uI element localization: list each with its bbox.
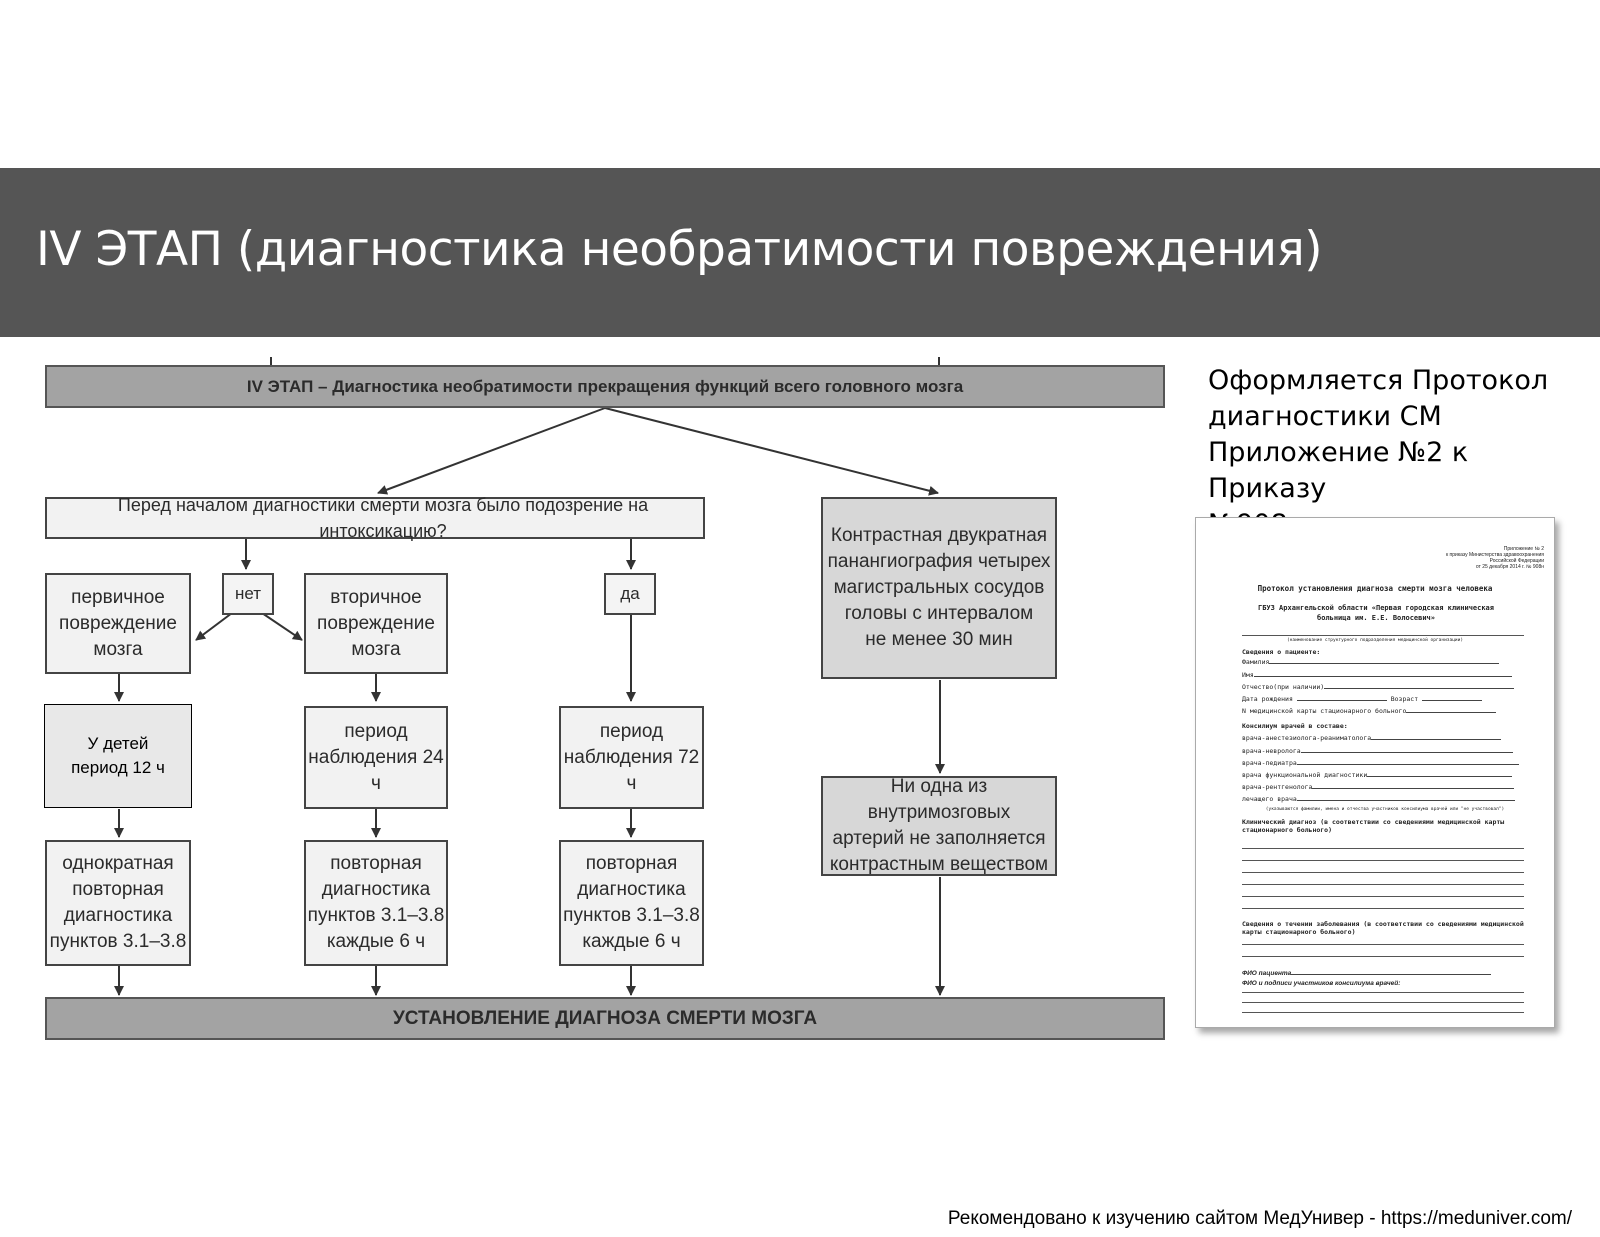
doc-line	[1242, 992, 1524, 993]
footer-credit: Рекомендовано к изучению сайтом МедУниве…	[947, 1208, 1572, 1229]
doc-council-header: Консилиум врачей в составе:	[1242, 722, 1348, 730]
doc-council-anesthesiologist: врача-анестезиолога-реаниматолога	[1242, 734, 1524, 742]
children-period-box: У детей период 12 ч	[44, 704, 192, 808]
angiography-box: Контрастная двукратная панангиография че…	[821, 497, 1057, 679]
doc-council-neurologist: врача-невролога	[1242, 747, 1524, 755]
protocol-document-thumbnail: Приложение № 2 к приказу Министерства зд…	[1195, 517, 1555, 1028]
doc-field-name: Имя	[1242, 671, 1524, 679]
doc-line	[1242, 896, 1524, 897]
arrow-no-to-secondary	[261, 612, 303, 641]
arrow-header-to-question	[377, 407, 606, 495]
doc-line	[1242, 1002, 1524, 1003]
doc-line	[1242, 908, 1524, 909]
period-72h-box: период наблюдения 72 ч	[559, 706, 704, 809]
doc-patient-name: ФИО пациента	[1242, 970, 1524, 978]
protocol-note: Оформляется Протокол диагностики СМ Прил…	[1208, 365, 1549, 540]
doc-org-line	[1242, 635, 1524, 636]
doc-line	[1242, 1012, 1524, 1013]
doc-line	[1242, 872, 1524, 873]
answer-no-box: нет	[222, 573, 274, 615]
slide-title: IV ЭТАП (диагностика необратимости повре…	[36, 222, 1323, 277]
title-bar	[0, 168, 1600, 337]
doc-line	[1242, 884, 1524, 885]
doc-course-info: Сведения о течении заболевания (в соотве…	[1242, 920, 1524, 936]
doc-council-pediatrician: врача-педиатра	[1242, 759, 1524, 767]
doc-council-functional: врача функциональной диагностики	[1242, 771, 1524, 779]
doc-title: Протокол установления диагноза смерти мо…	[1257, 584, 1493, 593]
doc-line	[1242, 956, 1524, 957]
doc-org-caption: (наименование структурного подразделения…	[1286, 638, 1464, 643]
secondary-damage-box: вторичное повреждение мозга	[304, 573, 448, 674]
doc-line	[1242, 860, 1524, 861]
doc-line	[1242, 848, 1524, 849]
doc-council-attending: лечащего врача	[1242, 795, 1524, 803]
final-diagnosis-box: УСТАНОВЛЕНИЕ ДИАГНОЗА СМЕРТИ МОЗГА	[45, 997, 1165, 1040]
doc-line	[1242, 944, 1524, 945]
doc-clinical-diagnosis: Клинический диагноз (в соответствии со с…	[1242, 818, 1505, 834]
arrow-header-to-angiography	[604, 407, 939, 496]
doc-field-surname: Фамилия	[1242, 658, 1524, 666]
doc-field-patronymic: Отчество(при наличии)	[1242, 683, 1524, 691]
arrow-no-to-primary	[195, 612, 233, 641]
repeat-diagnostics-6h-box-a: повторная диагностика пунктов 3.1–3.8 ка…	[304, 840, 448, 966]
doc-field-birthdate: Дата рождения Возраст	[1242, 695, 1524, 703]
single-repeat-diagnostics-box: однократная повторная диагностика пункто…	[45, 840, 191, 966]
doc-patient-header: Сведения о пациенте:	[1242, 648, 1321, 656]
primary-damage-box: первичное повреждение мозга	[45, 573, 191, 674]
doc-council-radiologist: врача-рентгенолога	[1242, 783, 1524, 791]
intoxication-question-box: Перед началом диагностики смерти мозга б…	[45, 495, 705, 541]
doc-organization: ГБУЗ Архангельской области «Первая город…	[1257, 604, 1494, 622]
period-24h-box: период наблюдения 24 ч	[304, 706, 448, 809]
no-artery-filling-box: Ни одна из внутримозговых артерий не зап…	[821, 776, 1057, 876]
answer-yes-box: да	[604, 573, 656, 615]
repeat-diagnostics-6h-box-b: повторная диагностика пунктов 3.1–3.8 ка…	[559, 840, 704, 966]
doc-signatures: ФИО и подписи участников консилиума врач…	[1242, 980, 1401, 987]
doc-council-caption: (указываются фамилии, имена и отчества у…	[1265, 807, 1505, 812]
stage-header-box: IV ЭТАП – Диагностика необратимости прек…	[45, 365, 1165, 408]
doc-field-medcard: N медицинской карты стационарного больно…	[1242, 707, 1524, 715]
doc-appendix-note: Приложение № 2 к приказу Министерства зд…	[1445, 546, 1544, 570]
